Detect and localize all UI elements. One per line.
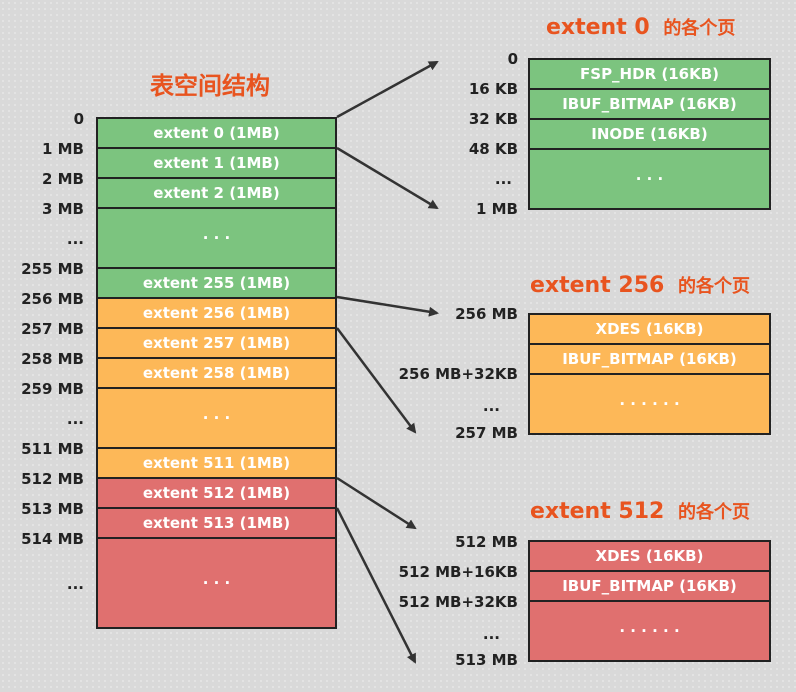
offset-label: 257 MB: [21, 320, 84, 338]
extent-cell: extent 256 (1MB): [96, 297, 337, 329]
page-cell: IBUF_BITMAP (16KB): [528, 343, 771, 375]
offset-label: ...: [66, 575, 84, 593]
page-offset-label: ...: [482, 397, 500, 415]
offset-label: 255 MB: [21, 260, 84, 278]
arrow-extent256-end: [336, 327, 417, 434]
page-ellipsis-cell: · · · · · ·: [528, 600, 771, 662]
page-cell: INODE (16KB): [528, 118, 771, 150]
extent-cell: extent 511 (1MB): [96, 447, 337, 479]
arrow-extent256-start: [336, 295, 439, 317]
page-offset-label: 512 MB: [455, 533, 518, 551]
extent0-title: extent 0 的各个页: [546, 14, 735, 40]
extent256-title-suffix: 的各个页: [677, 276, 750, 297]
extent-cell: extent 258 (1MB): [96, 357, 337, 389]
offset-label: 2 MB: [41, 170, 84, 188]
extent256-title: extent 256 的各个页: [530, 272, 750, 298]
offset-label: 256 MB: [21, 290, 84, 308]
page-offset-label: 0: [507, 50, 518, 68]
extent0-title-main: extent 0: [546, 15, 650, 40]
extent-ellipsis-cell: · · ·: [96, 537, 337, 629]
arrow-extent0-end: [336, 146, 439, 210]
offset-label: 3 MB: [41, 200, 84, 218]
tablespace-title: 表空间结构: [150, 72, 270, 100]
page-ellipsis-cell: · · ·: [528, 148, 771, 210]
arrow-extent512-start: [336, 476, 417, 530]
offset-label: 513 MB: [21, 500, 84, 518]
page-offset-label: 256 MB+32KB: [398, 365, 518, 383]
page-offset-label: 257 MB: [455, 424, 518, 442]
page-offset-label: 256 MB: [455, 305, 518, 323]
page-offset-label: 512 MB+16KB: [398, 563, 518, 581]
extent0-title-suffix: 的各个页: [663, 18, 736, 39]
offset-label: ...: [66, 410, 84, 428]
offset-label: 511 MB: [21, 440, 84, 458]
extent-ellipsis-cell: · · ·: [96, 387, 337, 449]
arrow-extent512-end: [335, 507, 417, 664]
extent256-title-main: extent 256: [530, 273, 665, 298]
page-offset-label: ...: [482, 625, 500, 643]
offset-label: 1 MB: [41, 140, 84, 158]
extent-cell: extent 1 (1MB): [96, 147, 337, 179]
arrow-extent0-start: [336, 60, 439, 119]
extent512-title-main: extent 512: [530, 499, 665, 524]
page-ellipsis-cell: · · · · · ·: [528, 373, 771, 435]
extent512-title: extent 512 的各个页: [530, 498, 750, 524]
offset-label: ...: [66, 230, 84, 248]
offset-label: 0: [73, 110, 84, 128]
extent-cell: extent 2 (1MB): [96, 177, 337, 209]
extent-ellipsis-cell: · · ·: [96, 207, 337, 269]
page-offset-label: 513 MB: [455, 651, 518, 669]
page-offset-label: 512 MB+32KB: [398, 593, 518, 611]
page-offset-label: ...: [494, 170, 512, 188]
page-cell: XDES (16KB): [528, 313, 771, 345]
page-offset-label: 32 KB: [468, 110, 518, 128]
extent512-title-suffix: 的各个页: [677, 502, 750, 523]
offset-label: 512 MB: [21, 470, 84, 488]
offset-label: 258 MB: [21, 350, 84, 368]
page-offset-label: 16 KB: [468, 80, 518, 98]
page-offset-label: 48 KB: [468, 140, 518, 158]
page-offset-label: 1 MB: [475, 200, 518, 218]
offset-label: 514 MB: [21, 530, 84, 548]
offset-label: 259 MB: [21, 380, 84, 398]
